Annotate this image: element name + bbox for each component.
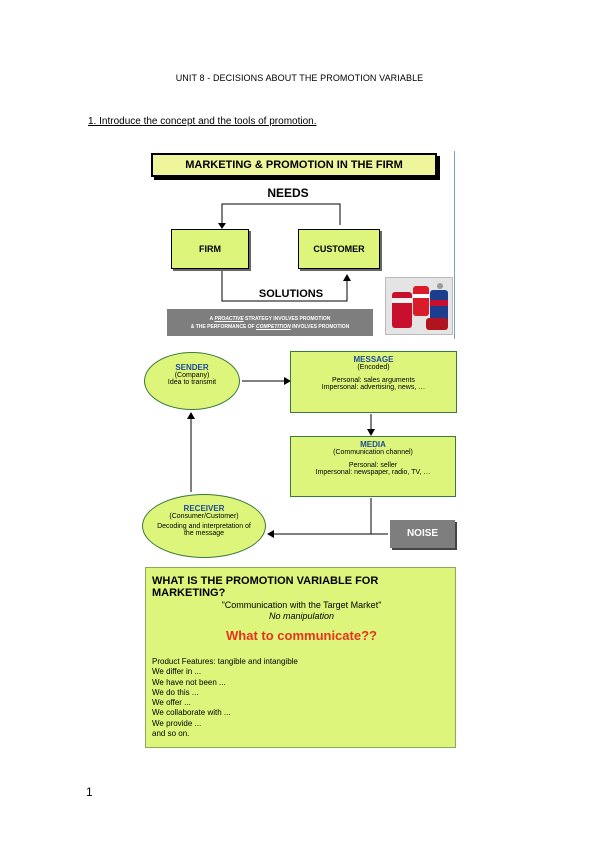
page-number: 1 [86, 785, 93, 799]
receiver-node: RECEIVER (Consumer/Customer) Decoding an… [142, 494, 266, 558]
media-title: MEDIA [360, 440, 386, 449]
list-item: We do this ... [152, 687, 199, 697]
media-node: MEDIA (Communication channel) Personal: … [290, 436, 456, 497]
message-personal: Personal: sales arguments [332, 377, 415, 384]
customer-box: CUSTOMER [298, 229, 380, 269]
figure1-arrows [218, 203, 351, 302]
noise-box: NOISE [390, 520, 455, 548]
document-title: UNIT 8 - DECISIONS ABOUT THE PROMOTION V… [175, 73, 424, 83]
list-item: and so on. [152, 729, 190, 739]
soda-cans-illustration [386, 278, 452, 334]
media-impersonal: Impersonal: newspaper, radio, TV, … [315, 469, 431, 476]
message-subtitle: (Encoded) [357, 364, 390, 371]
list-item: We offer ... [152, 698, 191, 708]
list-item: We have not been ... [152, 677, 226, 687]
promotion-variable-panel: WHAT IS THE PROMOTION VARIABLE FOR MARKE… [145, 567, 456, 748]
sender-title: SENDER [175, 363, 209, 372]
receiver-subtitle: (Consumer/Customer) [169, 513, 239, 520]
banner-line-2: & THE PERFORMANCE OF COMPETITION INVOLVE… [190, 324, 350, 330]
media-subtitle: (Communication channel) [333, 449, 413, 456]
message-impersonal: Impersonal: advertising, news, … [321, 384, 426, 391]
needs-label: NEEDS [267, 186, 309, 200]
firm-box: FIRM [171, 229, 249, 269]
banner-line-1: A PROACTIVE STRATEGY INVOLVES PROMOTION [209, 316, 331, 322]
figure1-title: MARKETING & PROMOTION IN THE FIRM [151, 153, 437, 177]
receiver-line-1: Decoding and interpretation of [157, 523, 251, 530]
media-personal: Personal: seller [348, 462, 398, 469]
list-item: We collaborate with ... [152, 708, 231, 718]
list-item: Product Features: tangible and intangibl… [152, 657, 298, 666]
soda-cans-image [385, 277, 453, 335]
panel-no-manipulation: No manipulation [268, 611, 335, 621]
sender-text: Idea to transmit [167, 379, 217, 386]
receiver-line-2: the message [183, 530, 225, 537]
message-node: MESSAGE (Encoded) Personal: sales argume… [290, 351, 457, 413]
receiver-title: RECEIVER [183, 504, 225, 513]
section-heading: 1. Introduce the concept and the tools o… [88, 116, 317, 127]
sender-subtitle: (Company) [174, 372, 210, 379]
list-item: We provide ... [152, 718, 202, 728]
strategy-banner: A PROACTIVE STRATEGY INVOLVES PROMOTION … [167, 309, 373, 336]
panel-title: WHAT IS THE PROMOTION VARIABLE FOR MARKE… [152, 575, 379, 599]
message-title: MESSAGE [353, 355, 394, 364]
solutions-label: SOLUTIONS [258, 288, 324, 300]
panel-question: What to communicate?? [226, 628, 377, 643]
feature-list: Product Features: tangible and intangibl… [152, 657, 298, 739]
figure-frame [145, 151, 455, 339]
list-item: We differ in ... [152, 667, 202, 677]
panel-quote: "Communication with the Target Market" [221, 600, 382, 610]
sender-node: SENDER (Company) Idea to transmit [144, 352, 240, 410]
marketing-promotion-figure: MARKETING & PROMOTION IN THE FIRM NEEDS … [145, 151, 455, 339]
